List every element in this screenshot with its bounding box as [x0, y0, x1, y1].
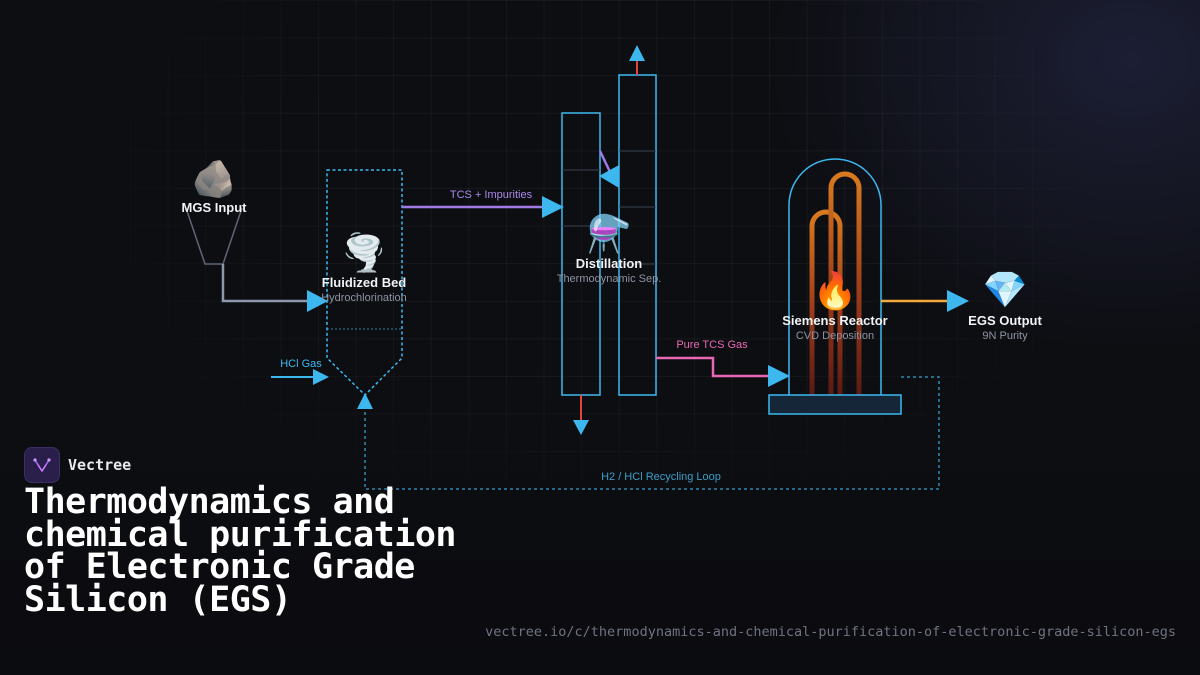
fire-icon: 🔥: [813, 270, 858, 312]
vectree-logo-icon: [24, 447, 60, 483]
egs-subtitle: 9N Purity: [982, 330, 1028, 342]
siemens-subtitle: CVD Deposition: [796, 330, 874, 342]
pure-tcs-label: Pure TCS Gas: [676, 339, 748, 351]
egs-output-arrowhead: [947, 290, 969, 312]
fluidized-bed-subtitle: Hydrochlorination: [321, 292, 407, 304]
siemens-title: Siemens Reactor: [782, 313, 888, 328]
pure-tcs-arrowhead: [768, 365, 790, 387]
fluidized-bed-title: Fluidized Bed: [322, 275, 407, 290]
filament-right: [828, 171, 862, 395]
mgs-feed-arrowhead: [307, 290, 328, 312]
tornado-icon: 🌪️: [342, 231, 387, 274]
tcs-impurities-label: TCS + Impurities: [450, 189, 533, 201]
filament-left: [809, 209, 843, 395]
brand-name: Vectree: [68, 456, 132, 474]
egs-title: EGS Output: [968, 313, 1042, 328]
page-url: vectree.io/c/thermodynamics-and-chemical…: [485, 624, 1176, 640]
recycling-loop-line: [364, 376, 940, 490]
pure-tcs-line: [656, 356, 771, 378]
fluidized-bed-vessel: [326, 169, 403, 397]
hcl-gas-label: HCl Gas: [280, 358, 322, 370]
brand: Vectree: [24, 447, 131, 483]
bottom-drain-arrowhead: [573, 420, 589, 435]
recycling-label: H2 / HCl Recycling Loop: [601, 471, 721, 483]
distillation-subtitle: Thermodynamic Sep.: [557, 273, 662, 285]
distillation-title: Distillation: [576, 256, 643, 271]
mgs-feed-line: [221, 264, 310, 303]
page-title: Thermodynamics and chemical purification…: [24, 482, 457, 620]
column-transfer-line: [598, 150, 612, 173]
tcs-impurities-arrowhead: [542, 196, 564, 218]
column-transfer-arrowhead: [599, 165, 619, 188]
mgs-title: MGS Input: [182, 200, 248, 215]
flask-icon: ⚗️: [587, 213, 632, 255]
mgs-icon: 🪨: [192, 159, 237, 200]
gem-icon: 💎: [983, 270, 1028, 311]
hcl-gas-arrowhead: [313, 369, 329, 385]
reactor-base-plate: [768, 394, 902, 415]
siemens-bell-jar: [788, 158, 882, 395]
recycling-arrowhead: [357, 393, 373, 409]
top-vent-arrowhead: [629, 45, 645, 61]
mgs-hopper: [185, 207, 243, 265]
